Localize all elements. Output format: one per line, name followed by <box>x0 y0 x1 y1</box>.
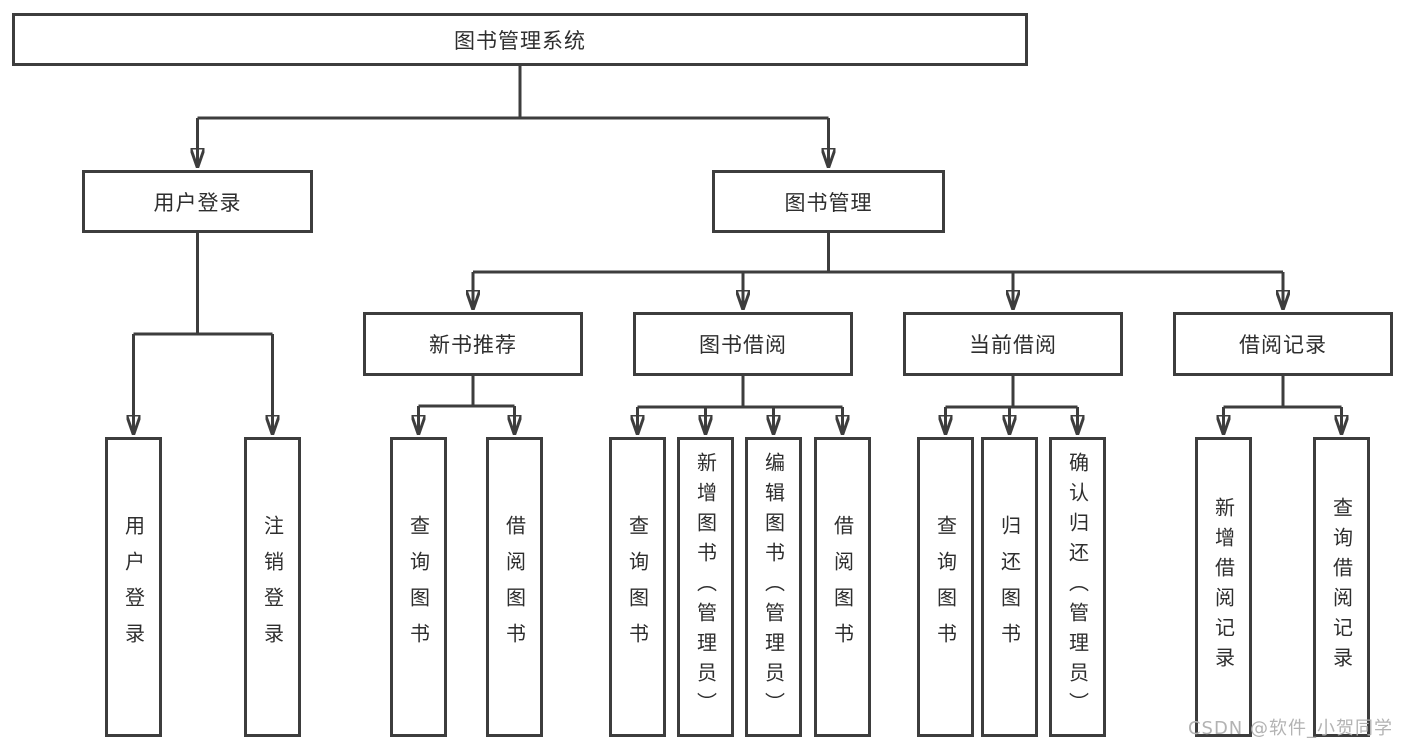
node-label: 查询图书 <box>933 515 958 659</box>
node-leaf-confirm-return-admin: 确认归还（管理员） <box>1049 437 1106 737</box>
node-leaf-query-books-cb: 查询图书 <box>917 437 974 737</box>
node-label: 注销登录 <box>260 515 285 659</box>
node-leaf-edit-books-admin: 编辑图书（管理员） <box>745 437 802 737</box>
node-leaf-query-books-bb: 查询图书 <box>609 437 666 737</box>
node-label: 图书管理系统 <box>454 28 586 53</box>
node-borrowing-records: 借阅记录 <box>1173 312 1393 376</box>
connector-userlogin-trunk <box>133 233 273 336</box>
node-leaf-return-books: 归还图书 <box>981 437 1038 737</box>
connector-record-trunk <box>1223 376 1342 409</box>
node-leaf-query-books-nb: 查询图书 <box>390 437 447 737</box>
connector-newbook-trunk <box>418 376 515 408</box>
node-leaf-user-login: 用户登录 <box>105 437 162 737</box>
node-label: 借阅图书 <box>830 515 855 659</box>
node-label: 借阅图书 <box>502 515 527 659</box>
node-book-borrowing: 图书借阅 <box>633 312 853 376</box>
node-label: 新增图书（管理员） <box>693 452 718 722</box>
node-label: 用户登录 <box>153 190 242 215</box>
node-label: 图书借阅 <box>699 333 787 357</box>
node-book-management: 图书管理 <box>712 170 945 233</box>
node-leaf-add-books-admin: 新增图书（管理员） <box>677 437 734 737</box>
node-label: 新书推荐 <box>429 333 517 357</box>
connector-borrow-trunk <box>637 376 843 409</box>
node-current-borrowing: 当前借阅 <box>903 312 1123 376</box>
node-library-management-system: 图书管理系统 <box>12 13 1028 66</box>
node-leaf-logout: 注销登录 <box>244 437 301 737</box>
csdn-watermark: CSDN @软件_小贺同学 <box>1187 718 1393 739</box>
node-leaf-borrow-books-nb: 借阅图书 <box>486 437 543 737</box>
node-leaf-query-borrow-record: 查询借阅记录 <box>1313 437 1370 737</box>
node-label: 归还图书 <box>997 515 1022 659</box>
node-label: 当前借阅 <box>969 333 1057 357</box>
node-label: 查询图书 <box>406 515 431 659</box>
node-label: 用户登录 <box>121 515 146 659</box>
node-label: 新增借阅记录 <box>1211 497 1236 677</box>
node-leaf-add-borrow-record: 新增借阅记录 <box>1195 437 1252 737</box>
node-label: 借阅记录 <box>1239 333 1327 357</box>
node-new-book-recommend: 新书推荐 <box>363 312 583 376</box>
node-label: 编辑图书（管理员） <box>761 452 786 722</box>
node-label: 查询借阅记录 <box>1329 497 1354 677</box>
connector-current-trunk <box>945 376 1078 409</box>
connector-root-trunk <box>197 66 829 120</box>
node-label: 图书管理 <box>784 190 873 215</box>
node-leaf-borrow-books-bb: 借阅图书 <box>814 437 871 737</box>
node-user-login: 用户登录 <box>82 170 313 233</box>
connector-bookmgmt-trunk <box>473 233 1283 274</box>
node-label: 确认归还（管理员） <box>1065 452 1090 722</box>
node-label: 查询图书 <box>625 515 650 659</box>
